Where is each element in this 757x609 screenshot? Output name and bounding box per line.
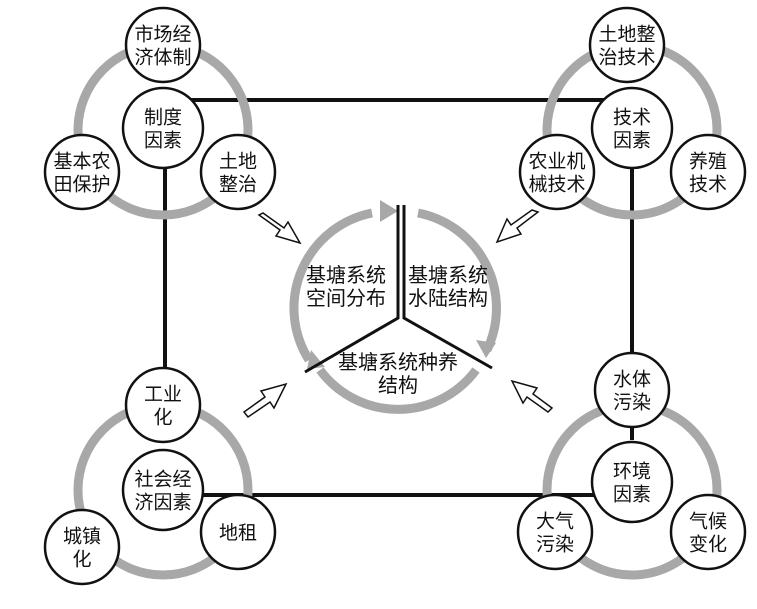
sector-right-line1: 基塘系统 <box>408 263 488 287</box>
environment-hub-circle <box>590 440 674 524</box>
technology-top-circle <box>588 6 666 84</box>
arrow-institution-in <box>257 212 302 245</box>
technology-top-label-2: 治技术 <box>598 47 655 69</box>
socioeconomic-right-label-1: 地租 <box>219 522 257 544</box>
technology-right-label-1: 养殖 <box>689 151 727 173</box>
institution-right-label-2: 整治 <box>219 174 257 196</box>
socioeconomic-left-node: 城镇化 <box>43 508 121 586</box>
institution-left-label-1: 基本农 <box>53 151 110 173</box>
institution-hub-label-1: 制度 <box>144 107 182 129</box>
environment-hub-label-1: 环境 <box>613 461 651 483</box>
technology-right-circle <box>669 133 747 211</box>
sector-bottom-line2: 结构 <box>378 373 418 397</box>
technology-hub-circle <box>590 86 674 170</box>
institution-left-label-2: 田保护 <box>53 174 110 196</box>
technology-left-circle <box>518 133 596 211</box>
environment-left-circle <box>516 493 594 571</box>
socioeconomic-top-label-1: 工业 <box>144 384 182 406</box>
sector-dividers <box>304 205 493 374</box>
environment-right-circle <box>669 493 747 571</box>
technology-left-label-1: 农业机 <box>528 151 585 173</box>
central-cycle <box>289 208 501 414</box>
sector-right-line2: 水陆结构 <box>408 286 488 310</box>
sector-left-line2: 空间分布 <box>306 286 386 310</box>
socioeconomic-left-label-2: 化 <box>72 549 91 571</box>
influence-arrows <box>242 209 554 419</box>
technology-hub-label-1: 技术 <box>613 107 651 129</box>
socioeconomic-hub-label-2: 济因素 <box>134 492 191 514</box>
arrow-environment-in <box>510 379 554 413</box>
environment-right-label-2: 变化 <box>689 534 727 556</box>
environment-top-label-1: 水体 <box>613 369 651 391</box>
socioeconomic-right-node: 地租 <box>199 493 277 571</box>
technology-hub-label-2: 因素 <box>613 130 651 152</box>
environment-left-label-1: 大气 <box>536 511 574 533</box>
factor-nodes: 市场经济体制制度因素基本农田保护土地整治土地整治技术技术因素农业机械技术养殖技术… <box>43 6 747 586</box>
environment-hub-label-2: 因素 <box>613 484 651 506</box>
socioeconomic-left-circle <box>43 508 121 586</box>
technology-left-label-2: 械技术 <box>528 174 585 196</box>
institution-left-circle <box>43 133 121 211</box>
socioeconomic-top-label-2: 化 <box>153 407 172 429</box>
socioeconomic-left-label-1: 城镇 <box>63 526 101 548</box>
socioeconomic-hub-label-1: 社会经 <box>134 469 191 491</box>
arrow-technology-in <box>495 209 540 244</box>
cycle-arrow-right <box>476 340 496 358</box>
environment-left-label-2: 污染 <box>536 534 574 556</box>
institution-right-circle <box>199 133 277 211</box>
institution-top-circle <box>124 6 202 84</box>
institution-right-label-1: 土地 <box>219 151 257 173</box>
arrow-socioeconomic-in <box>242 382 288 419</box>
sector-left-line1: 基塘系统 <box>306 263 386 287</box>
institution-hub-circle <box>121 86 205 170</box>
socioeconomic-top-node: 工业化 <box>124 366 202 444</box>
environment-top-label-2: 污染 <box>613 392 651 414</box>
technology-right-label-2: 技术 <box>689 174 727 196</box>
socioeconomic-right-circle <box>199 493 277 571</box>
environment-top-circle <box>593 351 671 429</box>
socioeconomic-top-circle <box>124 366 202 444</box>
institution-hub-label-2: 因素 <box>144 130 182 152</box>
sector-bottom-line1: 基塘系统种养 <box>338 350 458 374</box>
environment-right-label-1: 气候 <box>689 511 727 533</box>
institution-top-label-1: 市场经 <box>134 24 191 46</box>
cycle-arrow-top <box>380 200 398 222</box>
technology-top-label-1: 土地整 <box>598 24 655 46</box>
institution-top-label-2: 济体制 <box>134 47 191 69</box>
socioeconomic-hub-circle <box>121 448 205 532</box>
central-labels: 基塘系统 空间分布 基塘系统 水陆结构 基塘系统种养 结构 <box>306 263 488 397</box>
